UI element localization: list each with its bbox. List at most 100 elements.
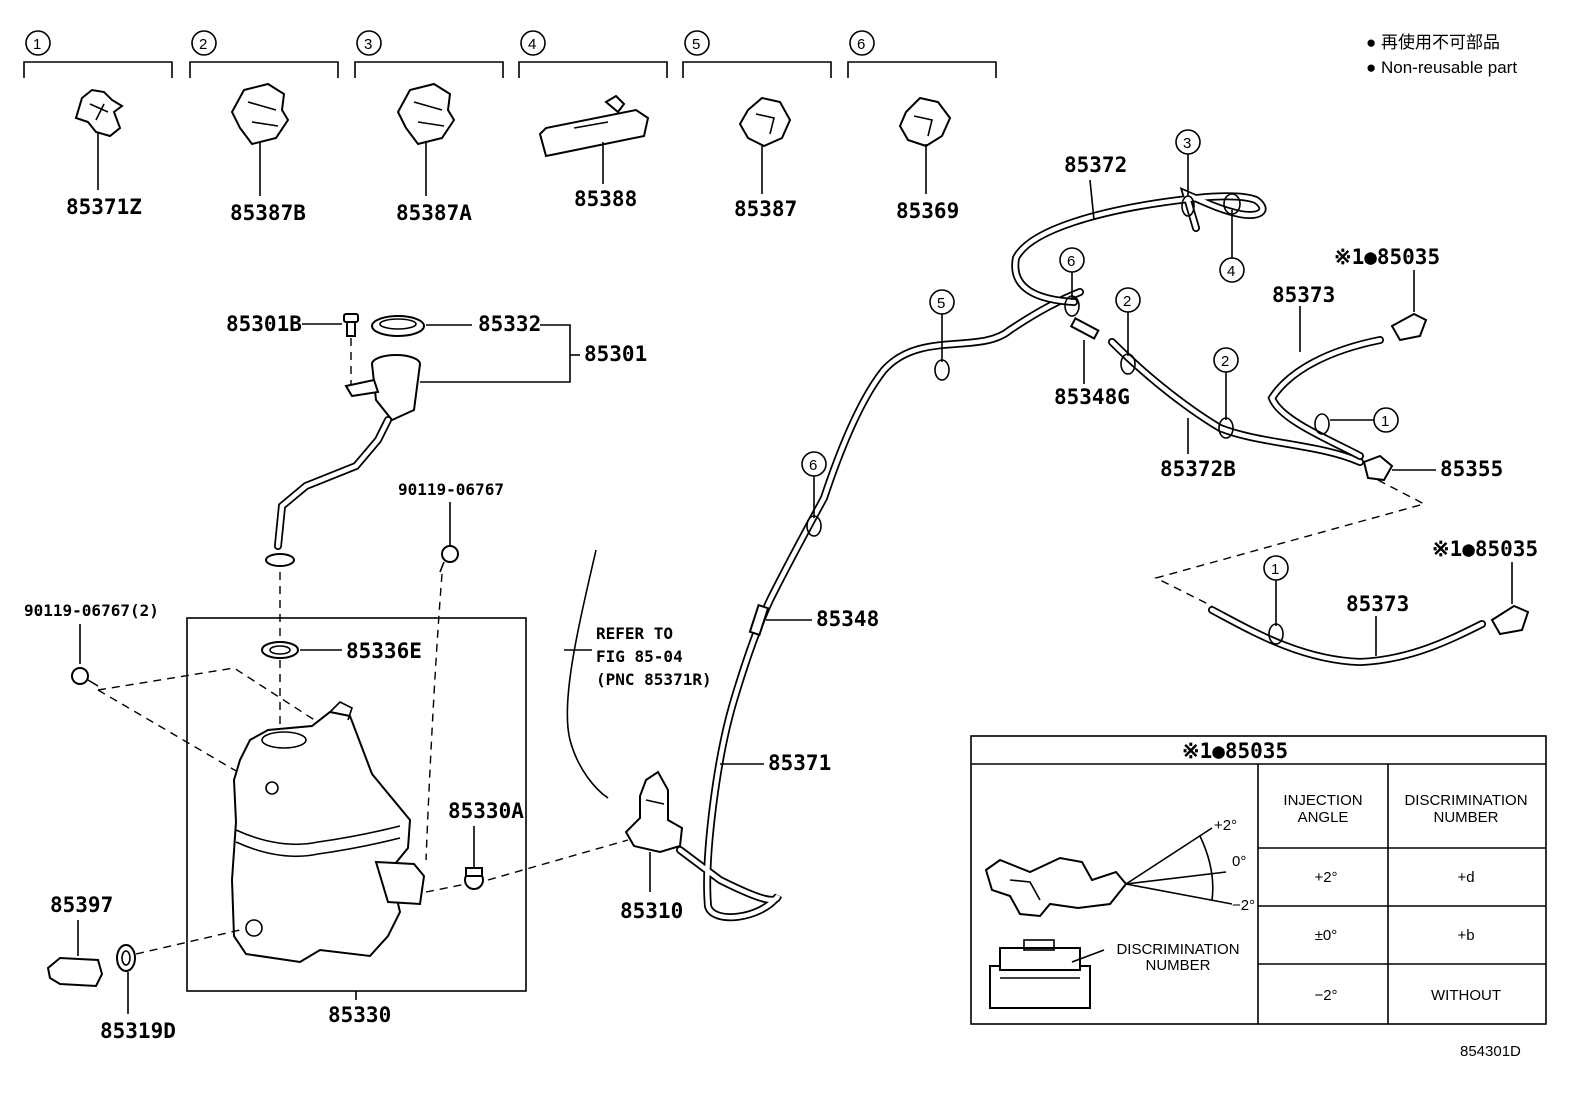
clip-85387-icon xyxy=(738,96,792,148)
hose-85371[interactable]: 85371 85348 xyxy=(676,288,1084,922)
clip-group-2-number: 2 xyxy=(199,36,207,53)
refer-line-3: (PNC 85371R) xyxy=(596,670,712,689)
header-discrimination: DISCRIMINATION xyxy=(1404,792,1527,809)
header-number: NUMBER xyxy=(1433,809,1498,826)
screw-icon xyxy=(71,667,99,687)
callout-3[interactable]: 3 xyxy=(1175,129,1201,217)
grommet-icon xyxy=(116,944,136,972)
grommet-85319D[interactable]: 85319D xyxy=(100,944,176,1043)
part-85373-lower: 85373 xyxy=(1346,592,1409,616)
clip-group-1[interactable]: 1 85371Z xyxy=(23,30,173,219)
screw-90119-upper[interactable]: 90119-06767 xyxy=(398,480,504,861)
nozzle-85035-upper-icon xyxy=(1390,312,1428,342)
connector-85355[interactable]: 85355 xyxy=(1362,454,1503,482)
nozzle-85035-lower-icon xyxy=(1490,604,1530,636)
hose-85372[interactable]: 85372 85348G xyxy=(1011,153,1267,409)
part-85035-lower: ※1●85035 xyxy=(1432,537,1538,561)
refer-line-2: FIG 85-04 xyxy=(596,647,683,666)
svg-text:3: 3 xyxy=(1183,135,1191,152)
row2-angle: ±0° xyxy=(1315,927,1338,944)
clip-group-5-number: 5 xyxy=(692,36,700,53)
washer-tank-85330-icon xyxy=(230,701,426,964)
callout-2-left[interactable]: 2 xyxy=(1115,287,1141,375)
part-85372: 85372 xyxy=(1064,153,1127,177)
clip-85371Z-icon xyxy=(74,88,124,138)
cap-85332-icon xyxy=(371,315,425,337)
svg-text:6: 6 xyxy=(1067,253,1075,270)
callout-1-upper[interactable]: 1 xyxy=(1314,407,1399,435)
refer-note: REFER TO FIG 85-04 (PNC 85371R) xyxy=(564,549,712,799)
part-90119-06767-2: 90119-06767(2) xyxy=(24,601,159,620)
grommet-85330A-icon xyxy=(464,867,484,890)
joint-85348-icon xyxy=(748,603,770,637)
screw-90119-left[interactable]: 90119-06767(2) xyxy=(24,601,331,793)
part-85301: 85301 xyxy=(584,342,647,366)
svg-text:2: 2 xyxy=(1221,353,1229,370)
connector-icon xyxy=(1362,454,1394,482)
svg-text:6: 6 xyxy=(809,457,817,474)
clip-85387B-icon xyxy=(230,82,290,146)
clip-group-2[interactable]: 2 85387B xyxy=(189,30,339,225)
figure-id: 854301D xyxy=(1460,1043,1521,1060)
callout-1-lower[interactable]: 1 xyxy=(1263,555,1289,645)
legend-non-reusable: ● Non-reusable part xyxy=(1366,58,1517,77)
part-85301B: 85301B xyxy=(226,312,302,336)
row3-number: WITHOUT xyxy=(1431,987,1501,1004)
clip-group-1-part: 85371Z xyxy=(66,195,142,219)
level-sensor-85397[interactable]: 85397 xyxy=(46,893,113,988)
svg-text:1: 1 xyxy=(1381,413,1389,430)
discrimination-detail-icon xyxy=(989,939,1091,1009)
hose-85373-upper[interactable]: 85373 ※1●85035 xyxy=(1267,245,1440,460)
angle-zero-label: 0° xyxy=(1232,853,1246,870)
clip-85387A-icon xyxy=(396,82,456,146)
header-injection: INJECTION xyxy=(1283,792,1362,809)
row3-angle: −2° xyxy=(1314,987,1337,1004)
refer-line-1: REFER TO xyxy=(596,624,673,643)
grommet-85336E-icon xyxy=(261,641,299,659)
callout-6-upper[interactable]: 6 xyxy=(1059,247,1085,317)
pump-85310[interactable]: 85310 xyxy=(487,770,683,923)
part-85348G: 85348G xyxy=(1054,385,1130,409)
clip-group-6-part: 85369 xyxy=(896,199,959,223)
clip-group-4[interactable]: 4 85388 xyxy=(518,30,668,211)
part-90119-06767: 90119-06767 xyxy=(398,480,504,499)
clip-group-3-number: 3 xyxy=(364,36,372,53)
filler-neck-85301-icon xyxy=(265,354,421,567)
part-85319D: 85319D xyxy=(100,1019,176,1043)
row1-angle: +2° xyxy=(1314,869,1337,886)
clip-group-5-part: 85387 xyxy=(734,197,797,221)
angle-minus-label: −2° xyxy=(1232,897,1255,914)
row1-number: +d xyxy=(1457,869,1474,886)
part-85332: 85332 xyxy=(478,312,541,336)
hose-85372B[interactable]: 85372B xyxy=(1108,338,1364,481)
callout-4[interactable]: 4 xyxy=(1219,193,1245,283)
svg-text:5: 5 xyxy=(937,295,945,312)
hose-85373-lower[interactable]: 85373 ※1●85035 xyxy=(1208,537,1538,667)
svg-text:1: 1 xyxy=(1271,561,1279,578)
svg-text:2: 2 xyxy=(1123,293,1131,310)
joint-85348G-icon xyxy=(1069,317,1100,340)
tank-group[interactable]: 85330 85336E 85330A xyxy=(186,617,527,1027)
nozzle-detail-icon xyxy=(984,856,1128,918)
part-85373-upper: 85373 xyxy=(1272,283,1335,307)
discrimination-number-label: NUMBER xyxy=(1145,957,1210,974)
header-angle: ANGLE xyxy=(1298,809,1349,826)
clip-group-3[interactable]: 3 85387A xyxy=(354,30,504,225)
clip-group-6[interactable]: 6 85369 xyxy=(847,30,997,223)
clip-group-6-number: 6 xyxy=(857,36,865,53)
svg-text:4: 4 xyxy=(1227,263,1235,280)
part-85336E: 85336E xyxy=(346,639,422,663)
clip-group-5[interactable]: 5 85387 xyxy=(682,30,832,221)
filler-assembly[interactable]: 85301B 85332 85301 xyxy=(226,312,647,640)
callout-5[interactable]: 5 xyxy=(929,289,955,381)
part-85310: 85310 xyxy=(620,899,683,923)
callout-2-right[interactable]: 2 xyxy=(1213,347,1239,439)
part-85330: 85330 xyxy=(328,1003,391,1027)
callout-6-lower[interactable]: 6 xyxy=(801,451,827,537)
clip-group-3-part: 85387A xyxy=(396,201,472,225)
clip-group-1-number: 1 xyxy=(33,36,41,53)
part-85372B: 85372B xyxy=(1160,457,1236,481)
part-85371: 85371 xyxy=(768,751,831,775)
clip-85369-icon xyxy=(898,96,952,148)
